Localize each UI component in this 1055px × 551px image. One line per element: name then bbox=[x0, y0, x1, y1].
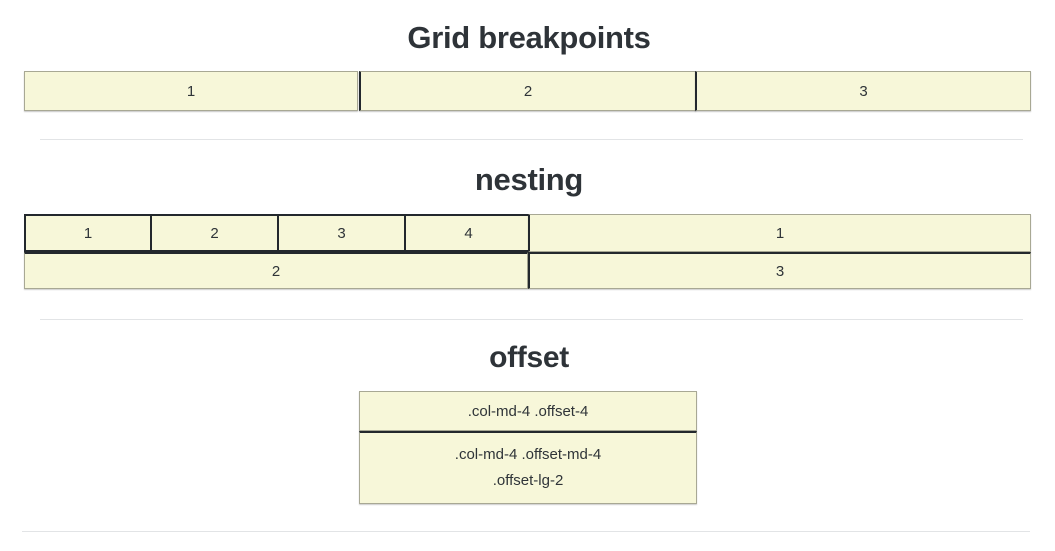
nesting-row2-cell-2: 2 bbox=[24, 252, 528, 289]
breakpoints-cell-2: 2 bbox=[359, 71, 696, 111]
nesting-row2-cell-3: 3 bbox=[528, 252, 1031, 289]
section-title-nesting: nesting bbox=[474, 162, 584, 197]
offset-row-1: .col-md-4 .offset-4 bbox=[359, 391, 697, 431]
offset-row-2: .col-md-4 .offset-md-4 .offset-lg-2 bbox=[359, 431, 697, 504]
nesting-inner-cell-2: 2 bbox=[151, 214, 278, 252]
divider-after-nesting bbox=[40, 319, 1023, 320]
nesting-inner-cell-1: 1 bbox=[24, 214, 151, 252]
breakpoints-row: 1 2 3 bbox=[24, 71, 1031, 111]
divider-after-breakpoints bbox=[40, 139, 1023, 140]
offset-row-2-line-1: .col-md-4 .offset-md-4 bbox=[454, 446, 602, 463]
nesting-inner-cell-3: 3 bbox=[278, 214, 405, 252]
breakpoints-cell-1: 1 bbox=[24, 71, 358, 111]
nesting-right-cell-1: 1 bbox=[528, 214, 1031, 252]
offset-row-2-line-2: .offset-lg-2 bbox=[492, 472, 564, 489]
offset-block: .col-md-4 .offset-4 .col-md-4 .offset-md… bbox=[359, 391, 697, 504]
divider-after-offset bbox=[22, 531, 1030, 532]
nesting-block: 1 2 3 4 1 2 3 bbox=[24, 214, 1031, 289]
breakpoints-cell-3: 3 bbox=[695, 71, 1031, 111]
section-title-offset: offset bbox=[489, 341, 569, 374]
nesting-inner-cell-4: 4 bbox=[405, 214, 533, 252]
section-title-grid-breakpoints: Grid breakpoints bbox=[407, 20, 651, 55]
